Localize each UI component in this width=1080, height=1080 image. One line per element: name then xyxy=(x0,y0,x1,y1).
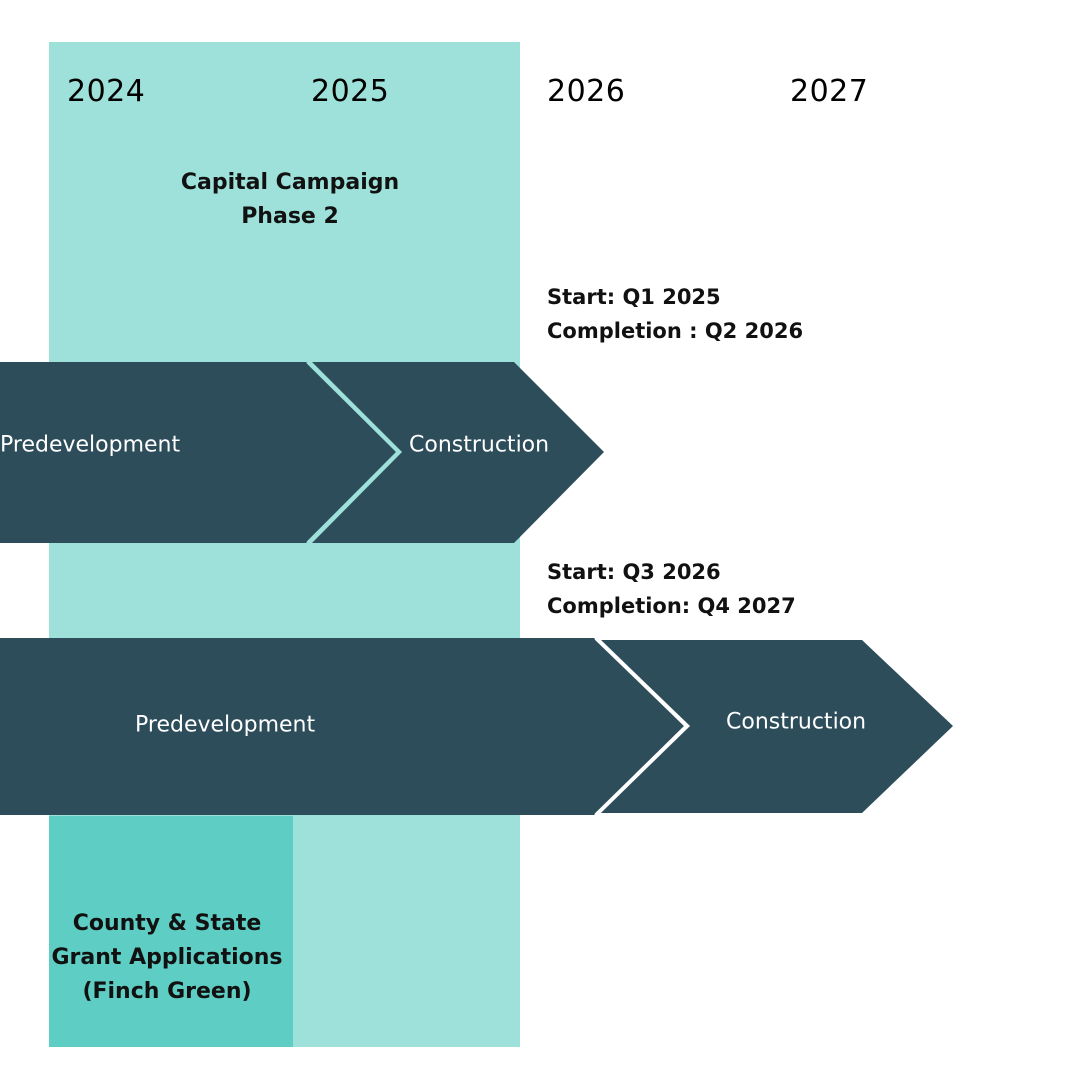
track1-dates: Start: Q1 2025 Completion : Q2 2026 xyxy=(547,280,803,348)
grant-applications-line1: County & State xyxy=(72,911,262,936)
track1-predevelopment-label: Predevelopment xyxy=(0,432,181,458)
grant-applications-band xyxy=(49,816,293,1047)
track2-construction-label: Construction xyxy=(726,709,867,735)
track1-construction-arrow xyxy=(312,362,604,543)
track1-phase-divider xyxy=(306,360,402,545)
track1-start-date: Start: Q1 2025 xyxy=(547,285,721,309)
track2-start-date: Start: Q3 2026 xyxy=(547,560,721,584)
grant-applications-line2: Grant Applications xyxy=(51,945,283,970)
track1-completion-date: Completion : Q2 2026 xyxy=(547,319,804,343)
capital-campaign-line2: Phase 2 xyxy=(241,204,339,229)
year-label-2026: 2026 xyxy=(547,74,626,109)
track2-construction-arrow xyxy=(600,640,953,813)
year-label-2024: 2024 xyxy=(67,74,146,109)
capital-campaign-line1: Capital Campaign xyxy=(180,170,400,195)
capital-campaign-label: Capital Campaign Phase 2 xyxy=(150,166,430,234)
year-label-2027: 2027 xyxy=(790,74,869,109)
track1-construction-label: Construction xyxy=(409,432,550,458)
track2-phase-divider xyxy=(594,636,690,817)
grant-applications-line3: (Finch Green) xyxy=(82,979,252,1004)
track2-predevelopment-arrow xyxy=(0,638,684,815)
track2-dates: Start: Q3 2026 Completion: Q4 2027 xyxy=(547,555,796,623)
grant-applications-label: County & State Grant Applications (Finch… xyxy=(49,907,285,1009)
track1-predevelopment-arrow xyxy=(0,362,396,543)
track2-predevelopment-label: Predevelopment xyxy=(135,712,316,738)
year-label-2025: 2025 xyxy=(311,74,390,109)
track2-completion-date: Completion: Q4 2027 xyxy=(547,594,796,618)
